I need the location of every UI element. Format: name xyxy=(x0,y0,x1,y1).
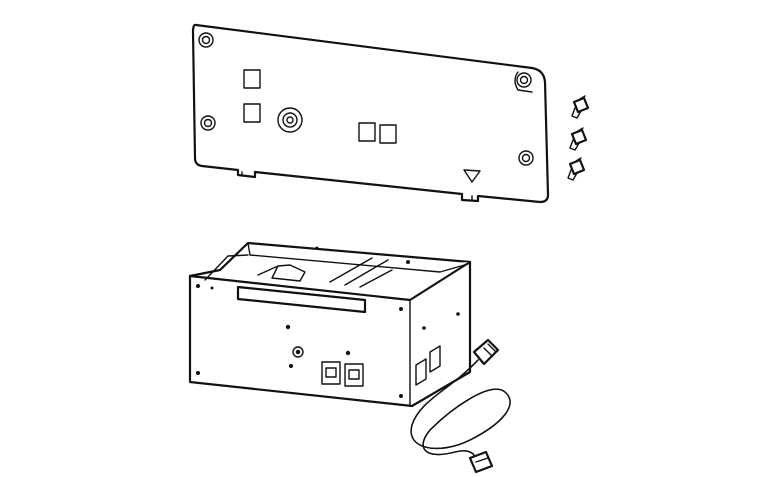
triangle-mark-icon xyxy=(463,169,481,183)
rj-plug-icon xyxy=(472,338,500,366)
cover-plate xyxy=(191,23,550,204)
cable xyxy=(410,338,511,474)
screws xyxy=(567,95,590,181)
rj-plug-icon xyxy=(468,450,494,474)
port-cutout-icon xyxy=(358,122,376,142)
port-cutout-icon xyxy=(379,124,397,144)
screw-icon xyxy=(569,127,588,151)
side-port-icon xyxy=(429,345,441,373)
side-port-icon xyxy=(415,358,427,386)
connector-circle-icon xyxy=(277,107,303,133)
interface-box xyxy=(188,241,472,408)
card-slot xyxy=(236,285,367,314)
rj-jack-icon xyxy=(321,361,341,385)
rj-jack-icon xyxy=(344,363,364,387)
screw-icon xyxy=(571,95,590,119)
mounting-hole-icon xyxy=(198,32,534,166)
port-cutout-icon xyxy=(243,103,261,123)
screw-hole-icon xyxy=(196,246,410,398)
port-cutout-icon xyxy=(243,69,261,89)
screw-icon xyxy=(567,157,586,181)
